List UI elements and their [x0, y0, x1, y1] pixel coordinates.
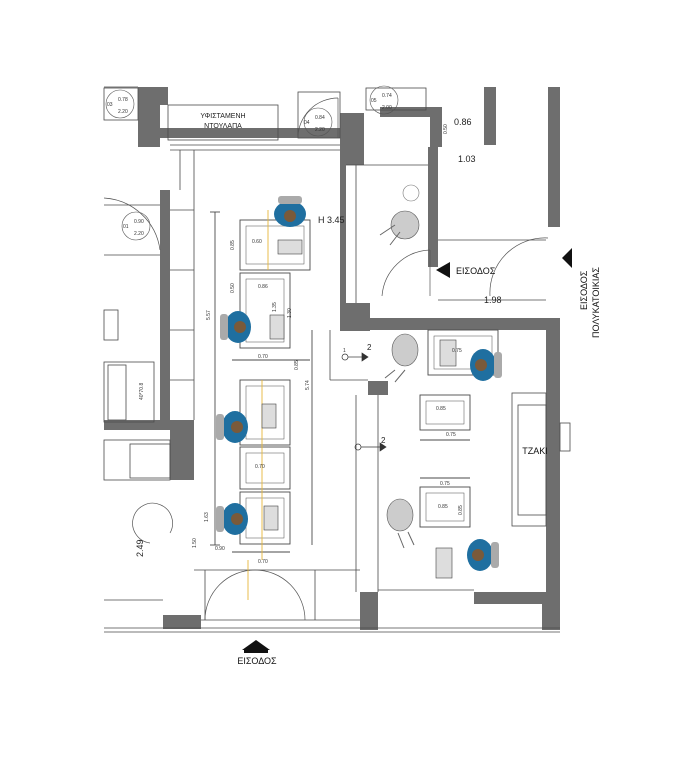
wall-column-tr: [548, 87, 560, 227]
door-tag-03-w: 0.78: [118, 97, 128, 103]
door-tag-04-h: 2.20: [315, 127, 325, 133]
height-label: Η 3.45: [318, 215, 345, 225]
arrow-main-entrance: [242, 640, 270, 650]
wall-top-c: [380, 107, 430, 117]
arrow-building-entrance: [562, 248, 572, 268]
wall-vest-bottom-l: [340, 303, 370, 331]
len-3: 1.30: [287, 308, 293, 318]
fireplace-label: ΤΖΑΚΙ: [522, 446, 548, 456]
wall-left-box: [104, 420, 194, 430]
len-1: 5.57: [206, 310, 212, 320]
section-1-label: 1: [343, 348, 346, 354]
door-tag-01-id: 01: [123, 224, 129, 230]
wall-pillar: [368, 381, 388, 395]
len-4: 1.35: [272, 302, 278, 312]
dim-0-86: 0.86: [454, 117, 472, 127]
person-5: [439, 339, 502, 381]
dim-1-03: 1.03: [458, 154, 476, 164]
door-tag-01-w: 0.90: [134, 219, 144, 225]
desk-a-top: 0.60: [252, 239, 262, 245]
wall-bottom-a: [163, 615, 201, 629]
desk-b-top: 0.86: [258, 284, 268, 290]
people: [216, 184, 502, 579]
door-tag-04-id: 04: [304, 120, 310, 126]
wall-top-b: [160, 128, 340, 138]
desk-2: [239, 272, 291, 349]
door-tag-03: 03 0.78 2.20: [105, 89, 135, 119]
dim-2-49: 2.49: [135, 539, 145, 557]
wardrobe-label-2: ΝΤΟΥΛΑΠΑ: [204, 123, 242, 130]
wall-bottom-b: [360, 592, 378, 630]
wall-bottom-right: [474, 592, 560, 604]
dim-1-98: 1.98: [484, 295, 502, 305]
desk-b-side: 0.50: [230, 283, 236, 293]
visitor-3: [386, 498, 415, 549]
walls: [104, 87, 560, 630]
person-2: [220, 311, 285, 343]
inner-entrance-label: ΕΙΣΟΔΟΣ: [456, 266, 496, 276]
door-tag-05-h: 2.00: [382, 105, 392, 111]
r-desk-side2: 0.85: [458, 505, 464, 515]
wall-vest-bottom: [370, 318, 560, 330]
door-tag-03-id: 03: [107, 102, 113, 108]
len-2: 5.74: [305, 380, 311, 390]
wall-column-c: [430, 107, 442, 147]
len-5: 0.85: [294, 360, 300, 370]
wall-vest-left: [340, 165, 346, 330]
arrows: [242, 248, 572, 653]
desk-w1: 0.70: [258, 354, 268, 360]
desk-1: [239, 219, 311, 271]
r-desk-top: 0.75: [452, 348, 462, 354]
door-tag-04: 04 0.84 2.20: [303, 107, 333, 137]
bot-d: 1.50: [192, 538, 198, 548]
desk-w2: 0.70: [255, 464, 265, 470]
wall-left-inner: [160, 190, 170, 420]
door-tag-03-h: 2.20: [118, 109, 128, 115]
door-tag-01: 01 0.90 2.20: [121, 211, 151, 241]
wall-column-b: [340, 113, 364, 165]
section-2b-label: 2: [381, 436, 386, 445]
building-entrance-label-1: ΕΙΣΟΔΟΣ: [579, 270, 589, 310]
desk-8: [419, 486, 471, 528]
person-4: [216, 503, 279, 535]
outlines: [103, 86, 571, 633]
person-6: [435, 539, 499, 579]
wall-vest-right: [428, 147, 438, 267]
desk-4: [239, 446, 291, 490]
r-desk-side: 0.85: [436, 406, 446, 412]
person-1: [274, 196, 306, 255]
door-tag-05: 05 0.74 2.00: [369, 85, 399, 115]
r-desk-b: 0.75: [446, 432, 456, 438]
wall-right: [546, 318, 560, 630]
door-tag-01-h: 2.20: [134, 231, 144, 237]
r-desk-top2: 0.75: [440, 481, 450, 487]
bot-b: 0.90: [215, 546, 225, 552]
main-entrance-label: ΕΙΣΟΔΟΣ: [237, 656, 277, 666]
wardrobe-label-1: ΥΦΙΣΤΑΜΕΝΗ: [200, 113, 245, 120]
wall-bottom-right-col: [542, 592, 560, 630]
door-tag-04-w: 0.84: [315, 115, 325, 121]
section-marks: [341, 352, 387, 452]
desk-a-side: 0.85: [230, 240, 236, 250]
visitor-1: [379, 184, 420, 246]
desk-w3: 0.70: [258, 559, 268, 565]
bot-a: 1.63: [204, 512, 210, 522]
section-2a-label: 2: [367, 343, 372, 352]
building-entrance-label-2: ΠΟΛΥΚΑΤΟΙΚΙΑΣ: [591, 267, 601, 338]
door-tag-05-id: 05: [371, 98, 377, 104]
wall-top-d: [484, 87, 496, 145]
dim-0-50: 0.50: [443, 124, 449, 134]
arrow-inner-entrance: [436, 262, 450, 278]
r-desk-b2: 0.85: [438, 504, 448, 510]
equipment-dim: 40*70.8: [139, 383, 145, 400]
doors: [103, 97, 549, 621]
door-tag-05-w: 0.74: [382, 93, 392, 99]
wall-column-a: [138, 87, 160, 147]
desk-7: [419, 394, 471, 431]
desks-left: [210, 211, 313, 553]
person-3: [216, 403, 277, 443]
visitor-2: [384, 333, 419, 383]
